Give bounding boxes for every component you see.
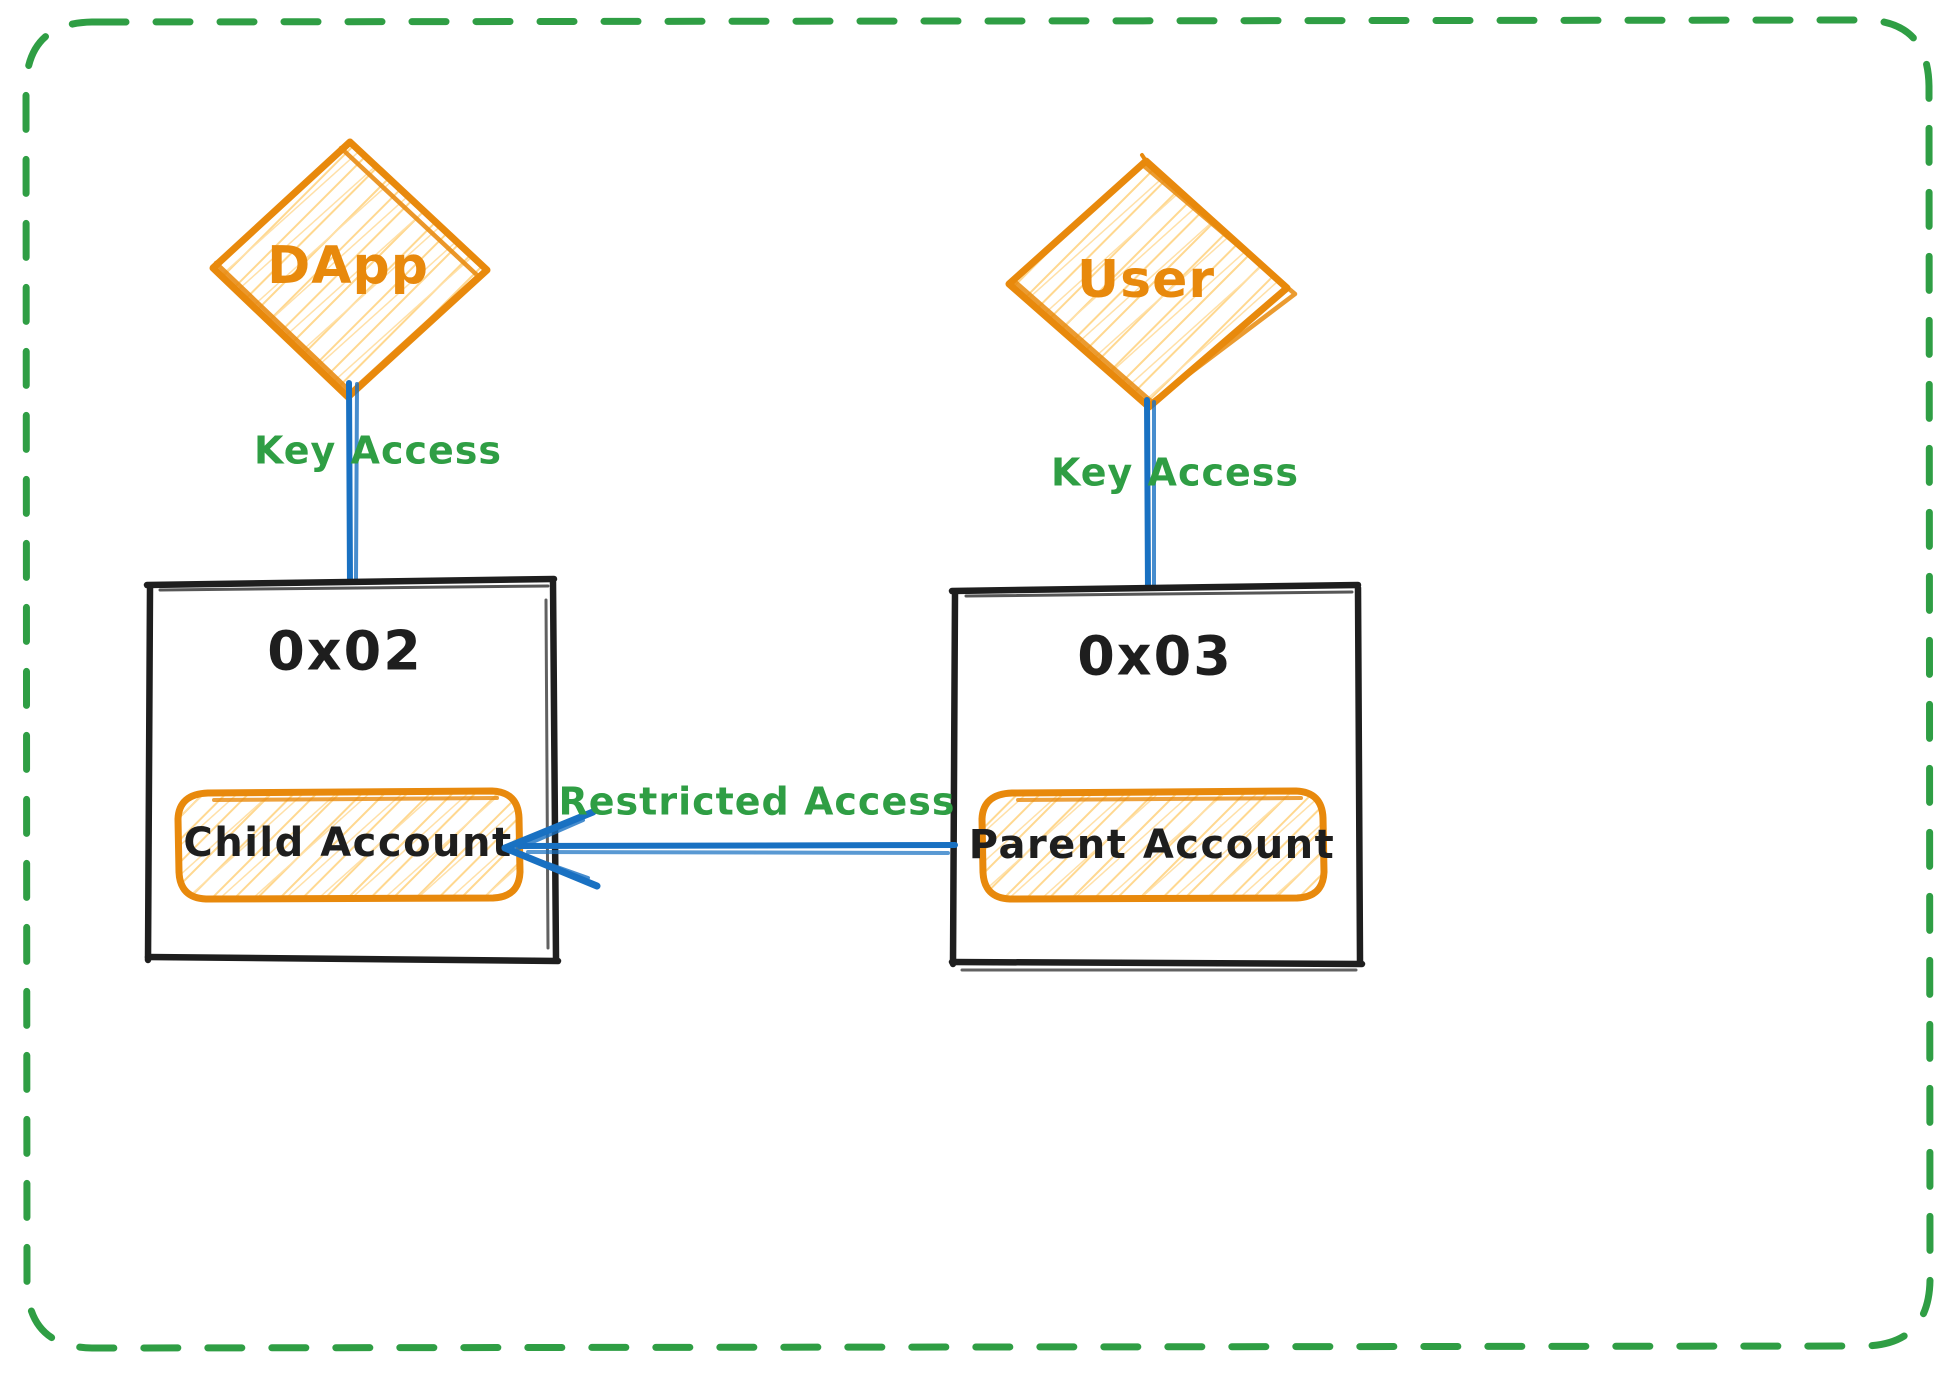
edge-label-restricted-access: Restricted Access xyxy=(559,780,956,824)
pill-child-account-label: Child Account xyxy=(183,820,512,866)
box-child-account-label: 0x02 xyxy=(267,620,423,683)
outer-boundary xyxy=(22,16,1934,1352)
box-child-account[interactable]: 0x02 xyxy=(143,575,562,965)
node-user[interactable]: User xyxy=(1005,153,1298,411)
box-parent-account-label: 0x03 xyxy=(1077,625,1233,688)
pill-parent-account[interactable]: Parent Account xyxy=(969,787,1336,903)
box-parent-account[interactable]: 0x03 xyxy=(948,581,1366,972)
edge-user-to-parent: Key Access xyxy=(1051,397,1299,595)
node-dapp[interactable]: DApp xyxy=(209,138,491,401)
edge-parent-to-child: Restricted Access xyxy=(501,780,958,890)
pill-parent-account-label: Parent Account xyxy=(969,822,1336,868)
pill-child-account[interactable]: Child Account xyxy=(174,787,524,903)
edge-dapp-to-child: Key Access xyxy=(254,380,502,589)
edge-label-key-access-dapp: Key Access xyxy=(254,429,502,473)
edge-label-key-access-user: Key Access xyxy=(1051,451,1299,495)
node-user-label: User xyxy=(1077,250,1215,310)
node-dapp-label: DApp xyxy=(267,236,429,296)
